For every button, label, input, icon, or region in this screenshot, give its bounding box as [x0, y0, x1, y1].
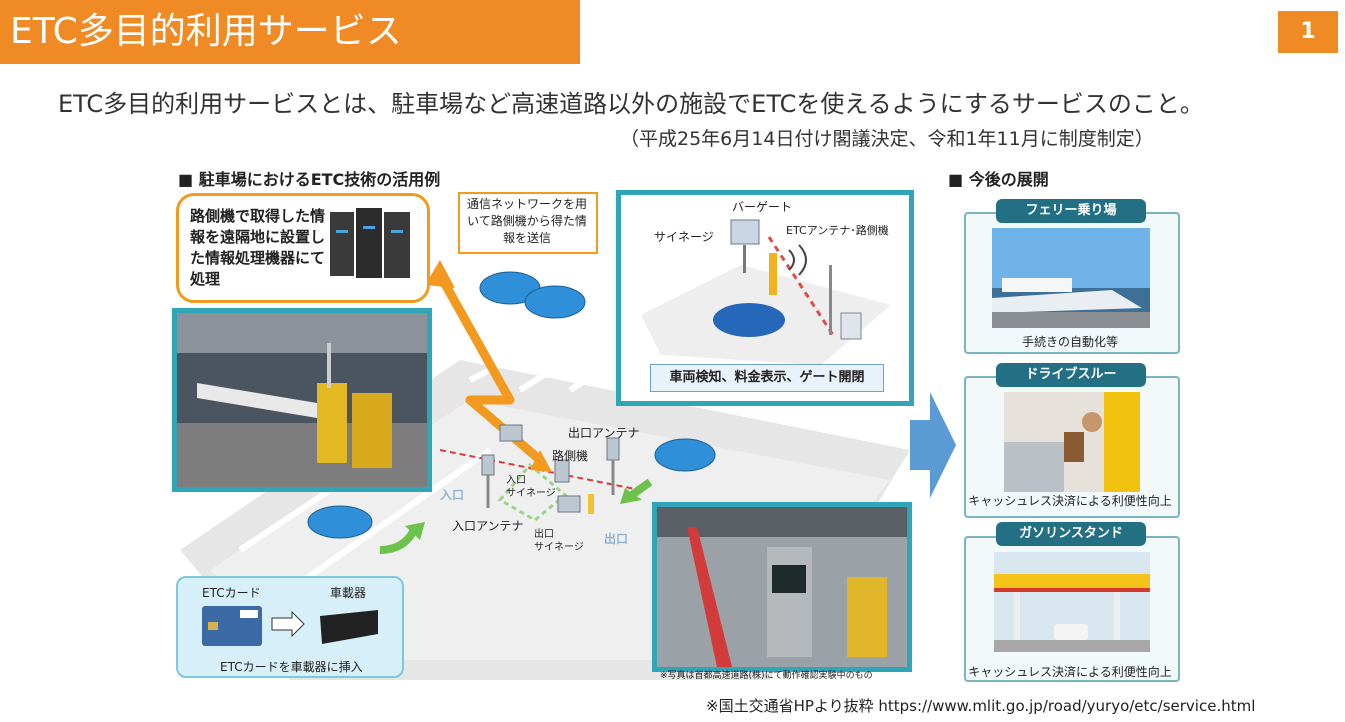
gas-station-caption: キャッシュレス決済による利便性向上 — [968, 665, 1172, 679]
roadside-unit-label: 路側機 — [552, 449, 589, 463]
ferry-title: フェリー乗り場 — [996, 199, 1146, 223]
drive-thru-caption: キャッシュレス決済による利便性向上 — [968, 494, 1172, 508]
gas-station-photo — [994, 552, 1150, 652]
network-callout — [458, 192, 598, 254]
etc-card-label: ETCカード — [202, 586, 261, 600]
right-arrow-icon — [910, 392, 956, 498]
entry-signage-label: 入口 サイネージ — [506, 475, 556, 499]
signage-label: サイネージ — [654, 230, 714, 244]
server-callout-text: 路側機で取得した情報を遠隔地に設置した情報処理機器にて処理 — [190, 207, 326, 288]
drive-thru-title: ドライブスルー — [996, 363, 1146, 387]
entry-antenna-label: 入口アンテナ — [452, 519, 524, 533]
exit-antenna-label: 出口アンテナ — [568, 426, 640, 440]
entry-road-label: 入口 — [440, 488, 465, 502]
source-note: ※国土交通省HPより抜粋 https://www.mlit.go.jp/road… — [706, 697, 1256, 715]
page-number: 1 — [1278, 11, 1338, 53]
photo-note: ※写真は首都高速道路(株)にて動作確認実験中のもの — [660, 671, 873, 681]
exit-road-label: 出口 — [604, 532, 629, 546]
drive-thru-photo — [1004, 392, 1140, 492]
parking-photo — [172, 308, 432, 492]
exit-signage-label: 出口 サイネージ — [534, 529, 584, 553]
etc-antenna-label: ETCアンテナ･路側機 — [786, 224, 889, 237]
decision-note: （平成25年6月14日付け閣議決定、令和1年11月に制度制定） — [620, 128, 1154, 150]
server-rack-icon — [330, 208, 410, 278]
gate-caption: 車両検知、料金表示、ゲート開閉 — [650, 364, 884, 392]
gas-station-title: ガソリンスタンド — [996, 522, 1146, 546]
lead-text: ETC多目的利用サービスとは、駐車場など高速道路以外の施設でETCを使えるように… — [58, 90, 1204, 118]
page-title: ETC多目的利用サービス — [10, 11, 402, 52]
ferry-photo — [992, 228, 1150, 328]
etc-card-insert-icon — [202, 606, 378, 646]
parking-section-heading: ■ 駐車場におけるETC技術の活用例 — [178, 170, 441, 189]
ferry-caption: 手続きの自動化等 — [1021, 335, 1118, 349]
onboard-unit-label: 車載器 — [330, 586, 367, 600]
bar-gate-label: バーゲート — [732, 200, 793, 214]
gate-photo — [652, 502, 912, 672]
etc-card-caption: ETCカードを車載器に挿入 — [220, 660, 363, 674]
network-callout-text: 通信ネットワークを用いて路側機から得た情報を送信 — [466, 197, 587, 245]
title-bar — [0, 0, 580, 64]
future-section-heading: ■ 今後の展開 — [948, 170, 1049, 189]
